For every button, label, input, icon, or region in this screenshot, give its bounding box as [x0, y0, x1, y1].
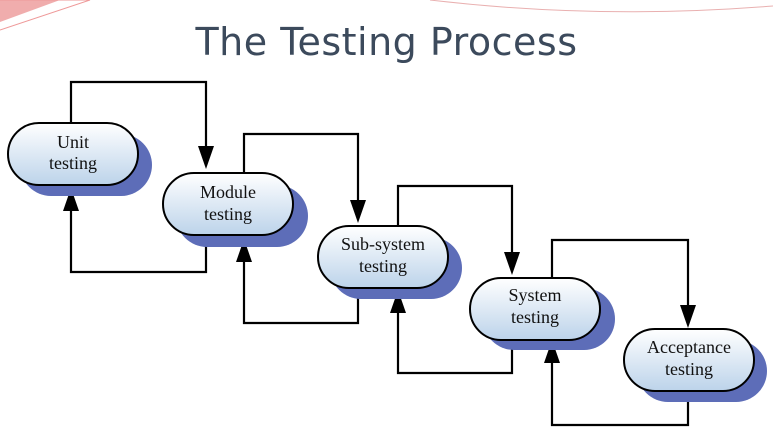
arrowhead-into-subsystem-bottom	[390, 290, 406, 313]
stage-acceptance-line2: testing	[665, 359, 713, 379]
arrowheads	[63, 146, 696, 363]
stage-system-line1: System	[508, 285, 561, 305]
arrowhead-into-system	[504, 252, 520, 275]
connector-module-to-subsystem	[242, 132, 360, 218]
arrowhead-into-module	[198, 146, 214, 169]
connector-system-to-acceptance	[550, 238, 690, 322]
stage-system: System testing	[469, 277, 615, 350]
flow-connectors	[69, 80, 690, 427]
arrowhead-into-acceptance	[680, 305, 696, 328]
stage-acceptance: Acceptance testing	[623, 328, 767, 402]
connector-module-back-to-unit	[69, 198, 208, 274]
connector-subsystem-back-to-module	[242, 248, 360, 325]
stage-module: Module testing	[162, 172, 308, 247]
stage-acceptance-line1: Acceptance	[647, 337, 731, 357]
corner-accent	[0, 0, 773, 31]
stage-unit: Unit testing	[7, 122, 152, 196]
stage-module-line1: Module	[200, 182, 256, 202]
stage-subsystem-line1: Sub-system	[341, 234, 425, 254]
slide-title: The Testing Process	[195, 20, 578, 64]
stage-unit-line2: testing	[49, 153, 97, 173]
connector-unit-to-module	[69, 80, 208, 163]
connector-subsystem-to-system	[396, 184, 514, 268]
stage-subsystem-line2: testing	[359, 256, 407, 276]
stage-system-line2: testing	[511, 307, 559, 327]
stage-subsystem: Sub-system testing	[317, 225, 462, 299]
arrowhead-into-unit	[63, 188, 79, 211]
arrowhead-into-system-bottom	[544, 340, 560, 363]
arrowhead-into-subsystem	[350, 200, 366, 223]
connector-system-back-to-subsystem	[396, 300, 514, 375]
stage-module-line2: testing	[204, 204, 252, 224]
stage-unit-line1: Unit	[57, 132, 89, 152]
arrowhead-into-module-bottom	[236, 239, 252, 262]
connector-acceptance-back-to-system	[550, 350, 690, 427]
